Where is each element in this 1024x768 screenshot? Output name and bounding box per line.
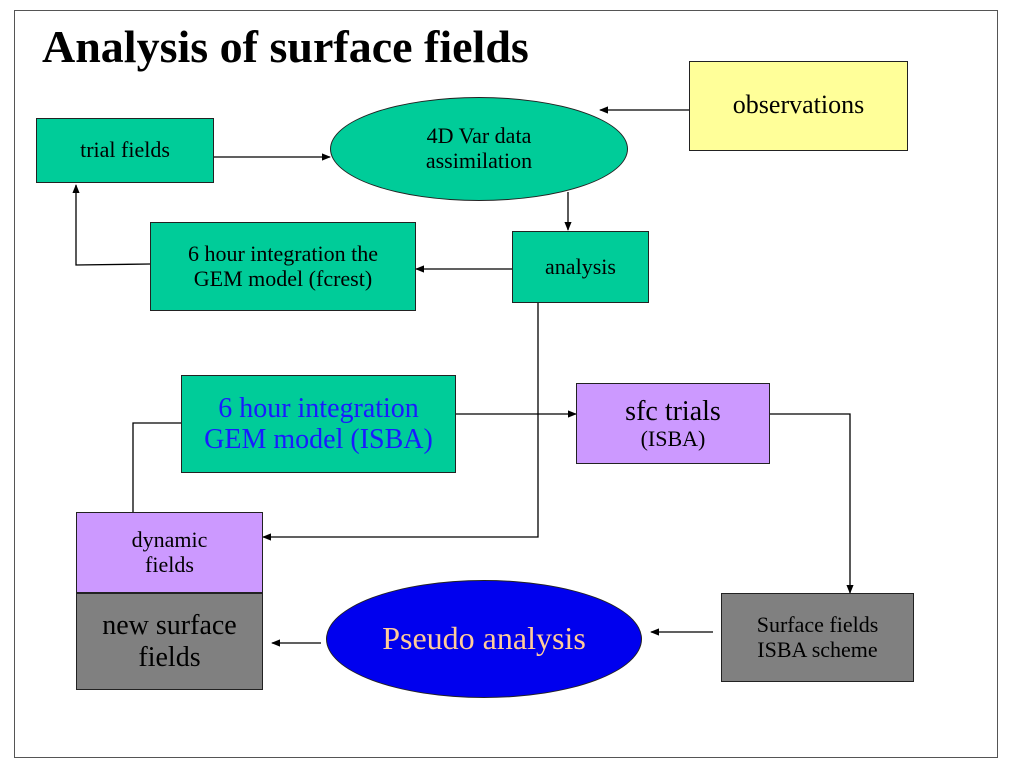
analysis-box: analysis: [512, 231, 649, 303]
arrow-sfc-trials-to-surface-fields: [770, 413, 854, 594]
analysis-label: analysis: [545, 253, 616, 279]
4dvar-label-line2: assimilation: [425, 148, 533, 173]
dynamic-fields-line1: dynamic: [131, 526, 208, 552]
arrow-analysis-to-dynamic: [262, 303, 539, 541]
new-surface-fields-line2: fields: [138, 641, 201, 673]
pseudo-analysis-label: Pseudo analysis: [382, 620, 586, 657]
new-surface-fields-box: new surface fields: [76, 593, 263, 690]
4dvar-assimilation-ellipse: 4D Var data assimilation: [330, 97, 628, 201]
integration-fcrest-line1: 6 hour integration the: [187, 240, 378, 266]
observations-label: observations: [732, 90, 865, 119]
new-surface-fields-line1: new surface: [102, 610, 237, 642]
integration-fcrest-line2: GEM model (fcrest): [193, 265, 373, 291]
surface-fields-isba-line2: ISBA scheme: [757, 636, 878, 662]
trial-fields-box: trial fields: [36, 118, 214, 183]
trial-fields-label: trial fields: [80, 137, 170, 163]
observations-box: observations: [689, 61, 908, 151]
integration-fcrest-box: 6 hour integration the GEM model (fcrest…: [150, 222, 416, 311]
dynamic-fields-line2: fields: [145, 551, 194, 577]
pseudo-analysis-ellipse: Pseudo analysis: [326, 580, 642, 698]
integration-isba-line2: GEM model (ISBA): [204, 424, 433, 455]
dynamic-fields-box: dynamic fields: [76, 512, 263, 593]
arrow-fcrest-to-trial: [72, 184, 151, 266]
integration-isba-box: 6 hour integration GEM model (ISBA): [181, 375, 456, 473]
sfc-trials-box: sfc trials (ISBA): [576, 383, 770, 464]
sfc-trials-line1: sfc trials: [625, 395, 721, 427]
sfc-trials-line2: (ISBA): [640, 425, 706, 451]
slide-title: Analysis of surface fields: [42, 21, 529, 72]
integration-isba-line1: 6 hour integration: [218, 392, 419, 424]
slide-frame: [14, 10, 998, 758]
4dvar-label-line1: 4D Var data: [426, 123, 532, 149]
arrow-dynamic-to-isba-integration: [132, 422, 181, 512]
surface-fields-isba-box: Surface fields ISBA scheme: [721, 593, 914, 682]
surface-fields-isba-line1: Surface fields: [756, 611, 879, 637]
